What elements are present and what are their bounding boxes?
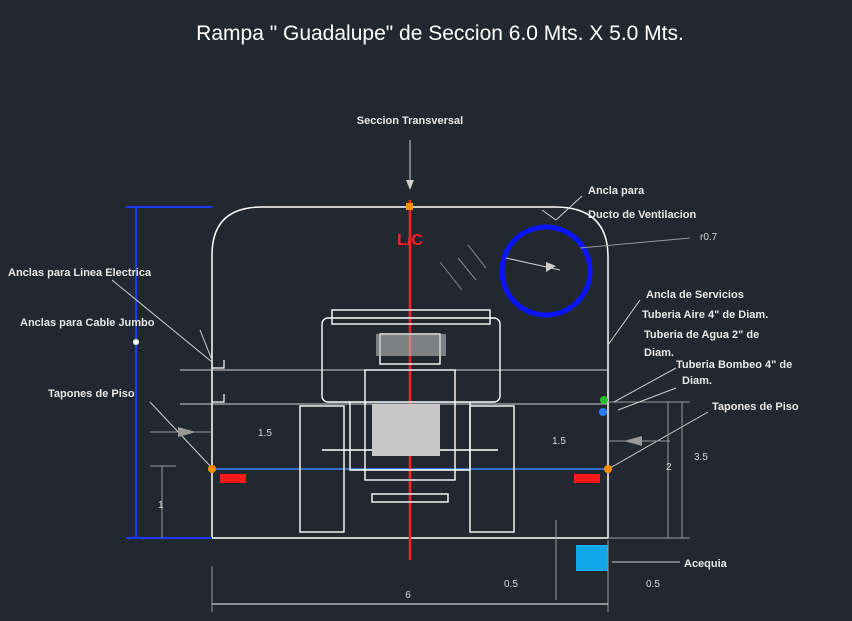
centerline-label: L/C [397, 232, 423, 249]
right-height-dimension: 2 [666, 462, 672, 473]
crown-marker [406, 203, 413, 210]
left-small-dimension: 1 [158, 500, 164, 511]
floor-plug-right-label: Tapones de Piso [712, 401, 799, 413]
left-floor-dim-arrow [178, 427, 196, 437]
floor-plug-left-point [208, 465, 216, 473]
ventilation-duct [499, 224, 593, 318]
duct-hatch [439, 244, 487, 291]
floor-plug-left [220, 474, 246, 483]
duct-radius-label: r0.7 [700, 232, 718, 243]
services-label-4: Diam. [644, 347, 674, 359]
right-total-dimension: 3.5 [694, 452, 708, 463]
floor-plug-right-point [604, 465, 612, 473]
vent-anchor-label-1: Ancla para [588, 185, 645, 197]
section-arrowhead [406, 180, 414, 190]
electric-anchor-leader [111, 279, 213, 363]
tunnel-outline [211, 206, 609, 539]
services-leader-2 [613, 367, 677, 403]
vehicle-windshield [376, 334, 446, 356]
water-pipe [599, 408, 607, 416]
section-label: Seccion Transversal [357, 115, 463, 127]
floor-plug-right-leader [609, 411, 709, 469]
total-width-dimension: 6 [405, 590, 411, 601]
floor-plug-left-label: Tapones de Piso [48, 388, 135, 400]
air-pipe [600, 396, 608, 404]
duct-radius-pointer [579, 237, 691, 249]
ditch-label: Acequia [684, 558, 728, 570]
vent-anchor-tick [541, 209, 557, 221]
right-floor-dim-arrow [624, 436, 642, 446]
vent-anchor-leader [555, 195, 583, 221]
services-leader-1 [607, 299, 641, 346]
services-leader-3 [617, 387, 677, 411]
drawing-title: Rampa " Guadalupe" de Seccion 6.0 Mts. X… [196, 22, 684, 45]
duct-radius-arrow [546, 262, 556, 272]
electric-anchor-label: Anclas para Linea Electrica [8, 267, 152, 279]
services-label-2: Tuberia Aire 4" de Diam. [642, 309, 768, 321]
right-floor-dimension: 1.5 [552, 436, 566, 447]
jumbo-bracket [212, 394, 225, 403]
vehicle-radiator [372, 404, 440, 456]
jumbo-anchor-leader [199, 329, 213, 361]
services-label-1: Ancla de Servicios [646, 289, 744, 301]
ditch-width-dimension: 0.5 [646, 579, 660, 590]
services-label-6: Diam. [682, 375, 712, 387]
vehicle-front-view [299, 309, 515, 533]
jumbo-anchor-label: Anclas para Cable Jumbo [20, 317, 155, 329]
ditch-channel [576, 545, 608, 571]
electric-bracket [212, 360, 225, 369]
left-dimension-dot [133, 339, 139, 345]
ditch-offset-dimension: 0.5 [504, 579, 518, 590]
services-label-3: Tuberia de Agua 2" de [644, 329, 759, 341]
services-label-5: Tuberia Bombeo 4" de [676, 359, 792, 371]
left-floor-dimension: 1.5 [258, 428, 272, 439]
vent-anchor-label-2: Ducto de Ventilacion [588, 209, 696, 221]
floor-plug-right [574, 474, 600, 483]
